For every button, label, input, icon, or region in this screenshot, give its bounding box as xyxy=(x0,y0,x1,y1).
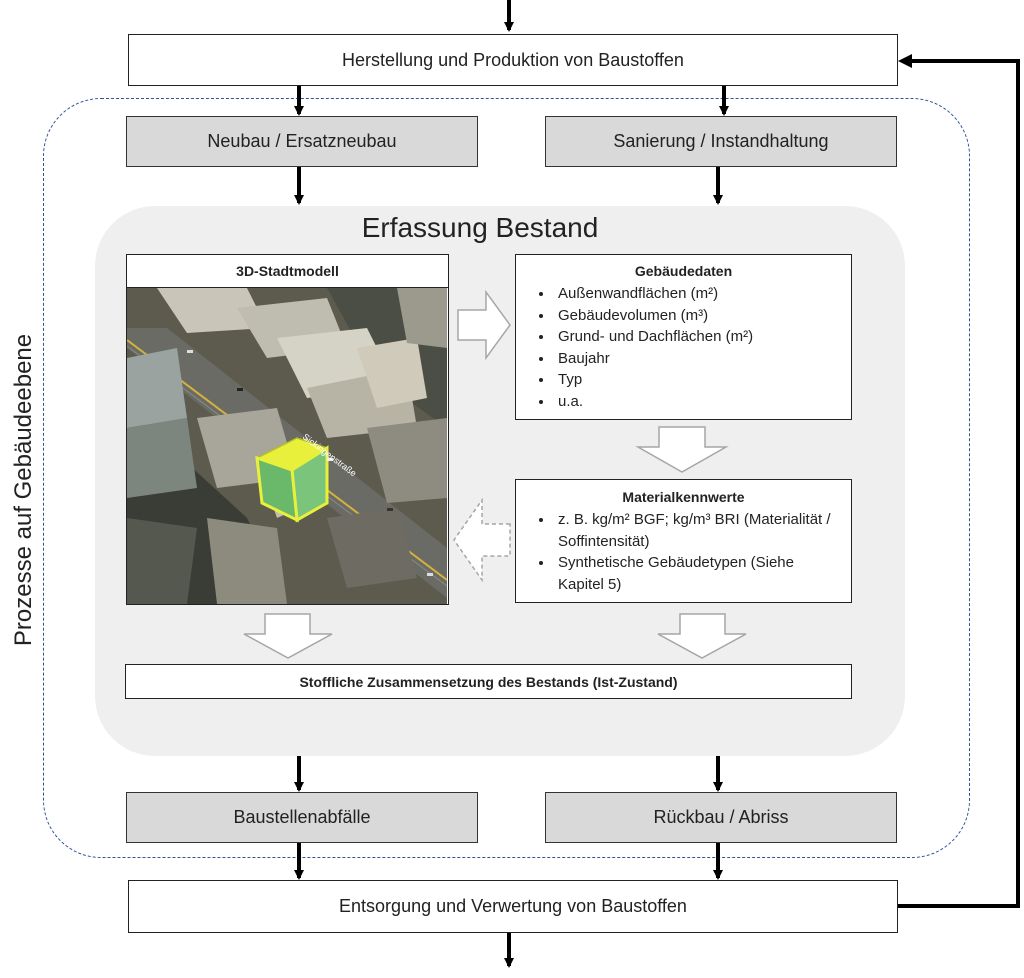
renovation-label: Sanierung / Instandhaltung xyxy=(613,131,829,151)
list-item: Typ xyxy=(554,369,851,391)
new-construction-label: Neubau / Ersatzneubau xyxy=(207,131,397,151)
list-item: Synthetische Gebäudetypen (Siehe Kapitel… xyxy=(554,552,835,595)
disposal-box: Entsorgung und Verwertung von Baustoffen xyxy=(128,880,898,933)
disposal-label: Entsorgung und Verwertung von Baustoffen xyxy=(339,896,687,916)
city-model-title: 3D-Stadtmodell xyxy=(127,255,448,288)
city-model-box: 3D-Stadtmodell xyxy=(126,254,449,605)
list-item: Gebäudevolumen (m³) xyxy=(554,305,851,327)
list-item: Grund- und Dachflächen (m²) xyxy=(554,326,851,348)
composition-box: Stoffliche Zusammensetzung des Bestands … xyxy=(125,664,852,699)
list-item: z. B. kg/m² BGF; kg/m³ BRI (Materialität… xyxy=(554,509,835,552)
building-data-list: Außenwandflächen (m²) Gebäudevolumen (m³… xyxy=(516,283,851,412)
panel-title: Erfassung Bestand xyxy=(361,212,599,243)
construction-waste-label: Baustellenabfälle xyxy=(233,807,371,827)
aerial-image-drawing: Sickingenstraße xyxy=(127,288,447,604)
production-box: Herstellung und Produktion von Baustoffe… xyxy=(128,34,898,86)
construction-waste-box: Baustellenabfälle xyxy=(126,792,478,843)
list-item: Außenwandflächen (m²) xyxy=(554,283,851,305)
demolition-box: Rückbau / Abriss xyxy=(545,792,897,843)
building-level-region xyxy=(43,98,970,858)
composition-label: Stoffliche Zusammensetzung des Bestands … xyxy=(299,673,678,690)
material-values-list: z. B. kg/m² BGF; kg/m³ BRI (Materialität… xyxy=(516,509,851,595)
renovation-box: Sanierung / Instandhaltung xyxy=(545,116,897,167)
list-item: Baujahr xyxy=(554,348,851,370)
side-label: Prozesse auf Gebäudeebene xyxy=(10,333,37,647)
demolition-label: Rückbau / Abriss xyxy=(653,807,789,827)
production-label: Herstellung und Produktion von Baustoffe… xyxy=(342,49,684,70)
material-values-title: Materialkennwerte xyxy=(622,489,745,505)
list-item: u.a. xyxy=(554,391,851,413)
building-data-box: Gebäudedaten Außenwandflächen (m²) Gebäu… xyxy=(515,254,852,420)
building-data-title: Gebäudedaten xyxy=(634,263,733,279)
material-values-box: Materialkennwerte z. B. kg/m² BGF; kg/m³… xyxy=(515,479,852,603)
aerial-image: Sickingenstraße xyxy=(127,288,447,604)
new-construction-box: Neubau / Ersatzneubau xyxy=(126,116,478,167)
